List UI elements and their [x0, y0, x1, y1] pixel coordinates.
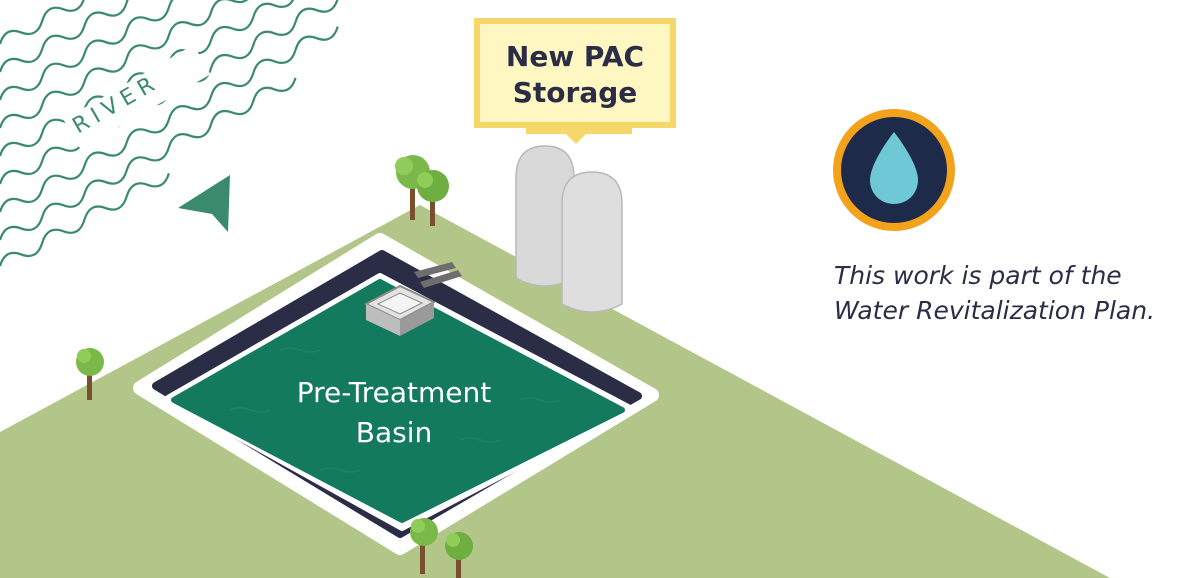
basin-label-line1: Pre-Treatment — [297, 376, 492, 409]
tree-icon — [410, 518, 438, 574]
tree-icon — [76, 348, 104, 400]
flow-arrow-icon — [178, 175, 230, 232]
basin-label-line2: Basin — [356, 416, 432, 449]
water-drop-icon — [870, 132, 918, 204]
caption-line2: Water Revitalization Plan. — [834, 296, 1155, 325]
pac-storage-callout: New PAC Storage — [474, 18, 676, 144]
tree-icon — [417, 170, 449, 226]
pac-storage-silos — [515, 145, 623, 313]
caption-line1: This work is part of the — [834, 261, 1122, 290]
caption: This work is part of the Water Revitaliz… — [834, 258, 1194, 328]
tree-icon — [445, 532, 473, 578]
inlet-structure — [363, 262, 462, 336]
basin-water — [171, 279, 625, 523]
callout-label-line2: Storage — [513, 76, 638, 109]
callout-label-line1: New PAC — [506, 40, 644, 73]
river — [0, 0, 339, 267]
water-drop-badge — [833, 109, 955, 231]
